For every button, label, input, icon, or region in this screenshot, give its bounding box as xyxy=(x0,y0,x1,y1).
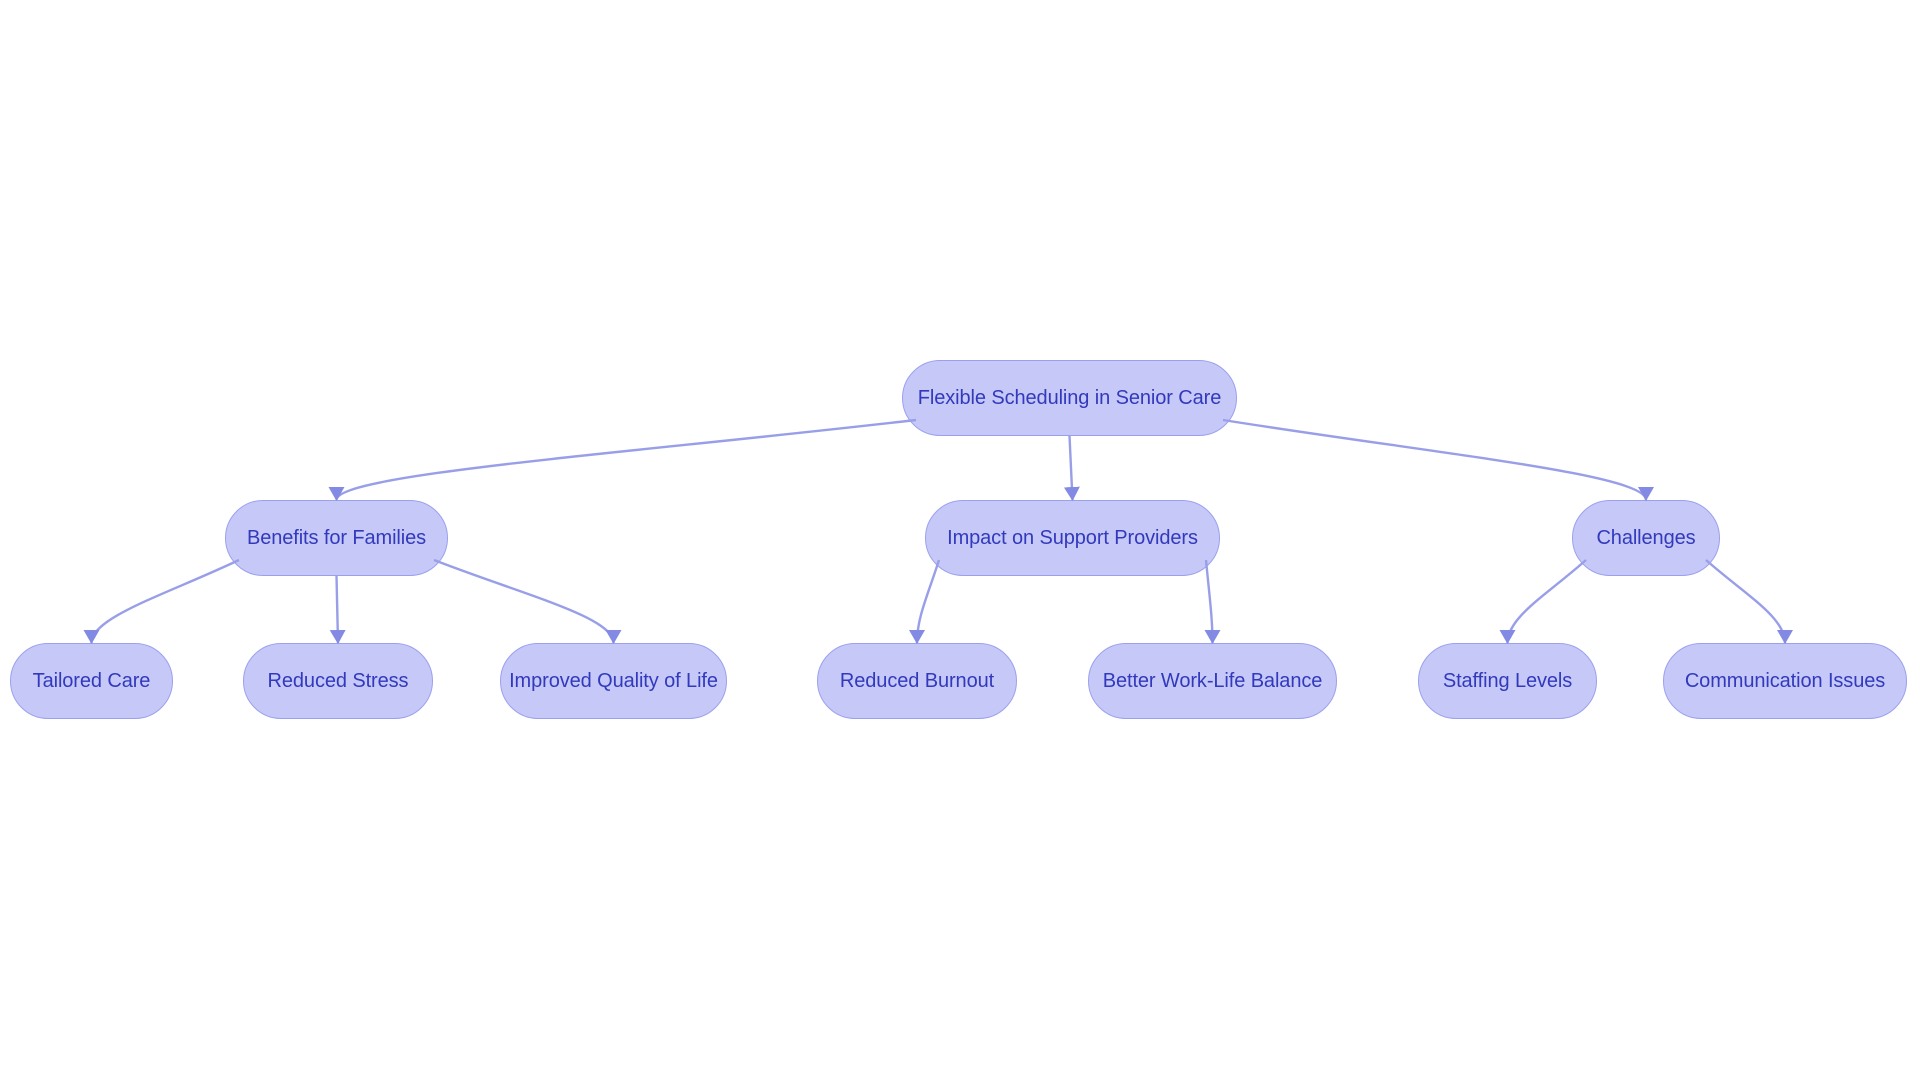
node-communication-issues: Communication Issues xyxy=(1663,643,1907,719)
edge-root-to-challenges xyxy=(1222,418,1654,501)
node-better-work-life-balance: Better Work-Life Balance xyxy=(1088,643,1337,719)
node-staffing-levels: Staffing Levels xyxy=(1418,643,1597,719)
edge-benefits-to-reduced_stress xyxy=(329,575,346,644)
edge-impact-to-work_life_balance xyxy=(1204,559,1221,644)
edge-benefits-to-improved_quality xyxy=(433,558,622,644)
node-flexible-scheduling: Flexible Scheduling in Senior Care xyxy=(902,360,1237,436)
node-reduced-stress: Reduced Stress xyxy=(243,643,433,719)
edge-root-to-benefits xyxy=(328,418,917,501)
node-impact-on-support-providers: Impact on Support Providers xyxy=(925,500,1220,576)
edge-challenges-to-communication_issues xyxy=(1705,559,1793,644)
node-improved-quality-of-life: Improved Quality of Life xyxy=(500,643,727,719)
edge-root-to-impact xyxy=(1063,435,1080,501)
edge-impact-to-reduced_burnout xyxy=(909,559,941,644)
edge-benefits-to-tailored_care xyxy=(83,558,240,644)
edge-challenges-to-staffing_levels xyxy=(1499,559,1587,644)
node-benefits-for-families: Benefits for Families xyxy=(225,500,448,576)
node-reduced-burnout: Reduced Burnout xyxy=(817,643,1017,719)
node-tailored-care: Tailored Care xyxy=(10,643,173,719)
node-challenges: Challenges xyxy=(1572,500,1720,576)
